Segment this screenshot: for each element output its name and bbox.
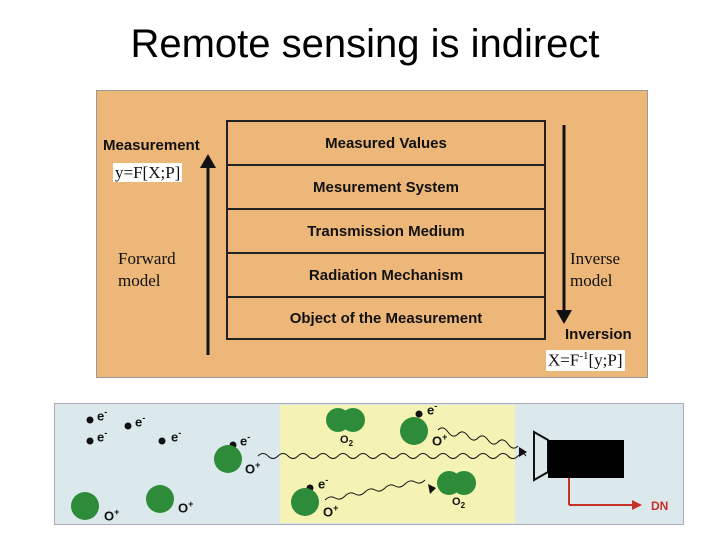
electron-letter: e: [318, 476, 326, 492]
wave-arrowhead: [428, 484, 436, 494]
forward-equation: y=F[X;P]: [113, 163, 183, 183]
inversion-label: Inversion: [565, 326, 632, 343]
emission-wave: [437, 427, 519, 449]
ion-sign: +: [114, 507, 120, 517]
electron-sign: -: [178, 428, 182, 438]
oxygen-ion-label: O+: [323, 503, 338, 519]
electron-label: e-: [135, 413, 145, 429]
electron-letter: e: [171, 429, 179, 445]
oxygen-ion: [291, 488, 319, 516]
oxygen-ion: [400, 417, 428, 445]
emission-wave: [324, 479, 426, 501]
inverse-eq-prefix: X=F: [548, 350, 580, 370]
oxygen-letter: O: [452, 496, 461, 508]
oxygen-molecule-label: O2: [452, 496, 465, 510]
oxygen-atom: [452, 471, 476, 495]
oxygen-letter: O: [340, 434, 349, 446]
inverse-model-line2: model: [570, 271, 613, 290]
electron-letter: e: [240, 433, 248, 449]
oxygen-ion-label: O+: [245, 460, 260, 476]
ion-sign: +: [333, 503, 339, 513]
electron-letter: e: [97, 408, 105, 424]
electron-sign: -: [142, 413, 146, 423]
layer-object: Object of the Measurement: [226, 296, 546, 340]
layer-stack: Measured Values Mesurement System Transm…: [226, 120, 546, 340]
electron-label: e-: [97, 407, 107, 423]
electron-sign: -: [104, 407, 108, 417]
inverse-equation: X=F-1[y;P]: [546, 350, 625, 371]
highlight-region: [280, 405, 515, 523]
electron-letter: e: [135, 414, 143, 430]
forward-model-label: Forward model: [118, 248, 176, 292]
electron-sign: -: [325, 475, 329, 485]
oxygen-atom: [341, 408, 365, 432]
inverse-eq-suffix: [y;P]: [588, 350, 623, 370]
electron-sign: -: [434, 401, 438, 411]
oxygen-subscript: 2: [348, 439, 354, 449]
detector-body: [548, 440, 624, 478]
ion-letter: O: [245, 461, 256, 477]
electron-label: e-: [427, 401, 437, 417]
electron-letter: e: [427, 402, 435, 418]
oxygen-ion: [146, 485, 174, 513]
inverse-model-label: Inverse model: [570, 248, 620, 292]
forward-model-line2: model: [118, 271, 161, 290]
ion-sign: +: [442, 432, 448, 442]
electron-dot: [86, 437, 94, 445]
emission-wave: [257, 453, 527, 459]
forward-arrow-head: [200, 154, 216, 168]
ion-letter: O: [178, 500, 189, 516]
oxygen-ion: [71, 492, 99, 520]
oxygen-ion: [214, 445, 242, 473]
electron-dot: [86, 416, 94, 424]
electron-letter: e: [97, 429, 105, 445]
forward-equation-text: y=F[X;P]: [113, 163, 183, 182]
ion-sign: +: [188, 499, 194, 509]
oxygen-ion-label: O+: [432, 432, 447, 448]
output-arrow-head: [632, 500, 642, 510]
inverse-eq-sup: -1: [579, 350, 589, 362]
ion-letter: O: [432, 433, 443, 449]
page-title: Remote sensing is indirect: [130, 22, 600, 66]
oxygen-subscript: 2: [460, 501, 466, 511]
dn-label: DN: [651, 499, 669, 513]
layer-measurement-system: Mesurement System: [226, 164, 546, 208]
layer-measured-values: Measured Values: [226, 120, 546, 164]
electron-sign: -: [104, 428, 108, 438]
ion-letter: O: [104, 508, 115, 524]
ion-sign: +: [255, 460, 261, 470]
electron-label: e-: [171, 428, 181, 444]
oxygen-ion-label: O+: [104, 507, 119, 523]
electron-label: e-: [240, 432, 250, 448]
electron-dot: [158, 437, 166, 445]
electron-sign: -: [247, 432, 251, 442]
wave-arrowhead: [519, 447, 527, 457]
electron-dot: [415, 410, 423, 418]
inverse-model-line1: Inverse: [570, 249, 621, 268]
electron-dot: [124, 422, 132, 430]
oxygen-ion-label: O+: [178, 499, 193, 515]
electron-label: e-: [318, 475, 328, 491]
measurement-label: Measurement: [103, 137, 200, 154]
layer-transmission-medium: Transmission Medium: [226, 208, 546, 252]
layer-radiation-mechanism: Radiation Mechanism: [226, 252, 546, 296]
forward-model-line1: Forward: [118, 249, 176, 268]
inverse-arrow-head: [556, 310, 572, 324]
oxygen-molecule-label: O2: [340, 434, 353, 448]
ion-letter: O: [323, 504, 334, 520]
electron-label: e-: [97, 428, 107, 444]
detector-aperture: [533, 430, 549, 482]
